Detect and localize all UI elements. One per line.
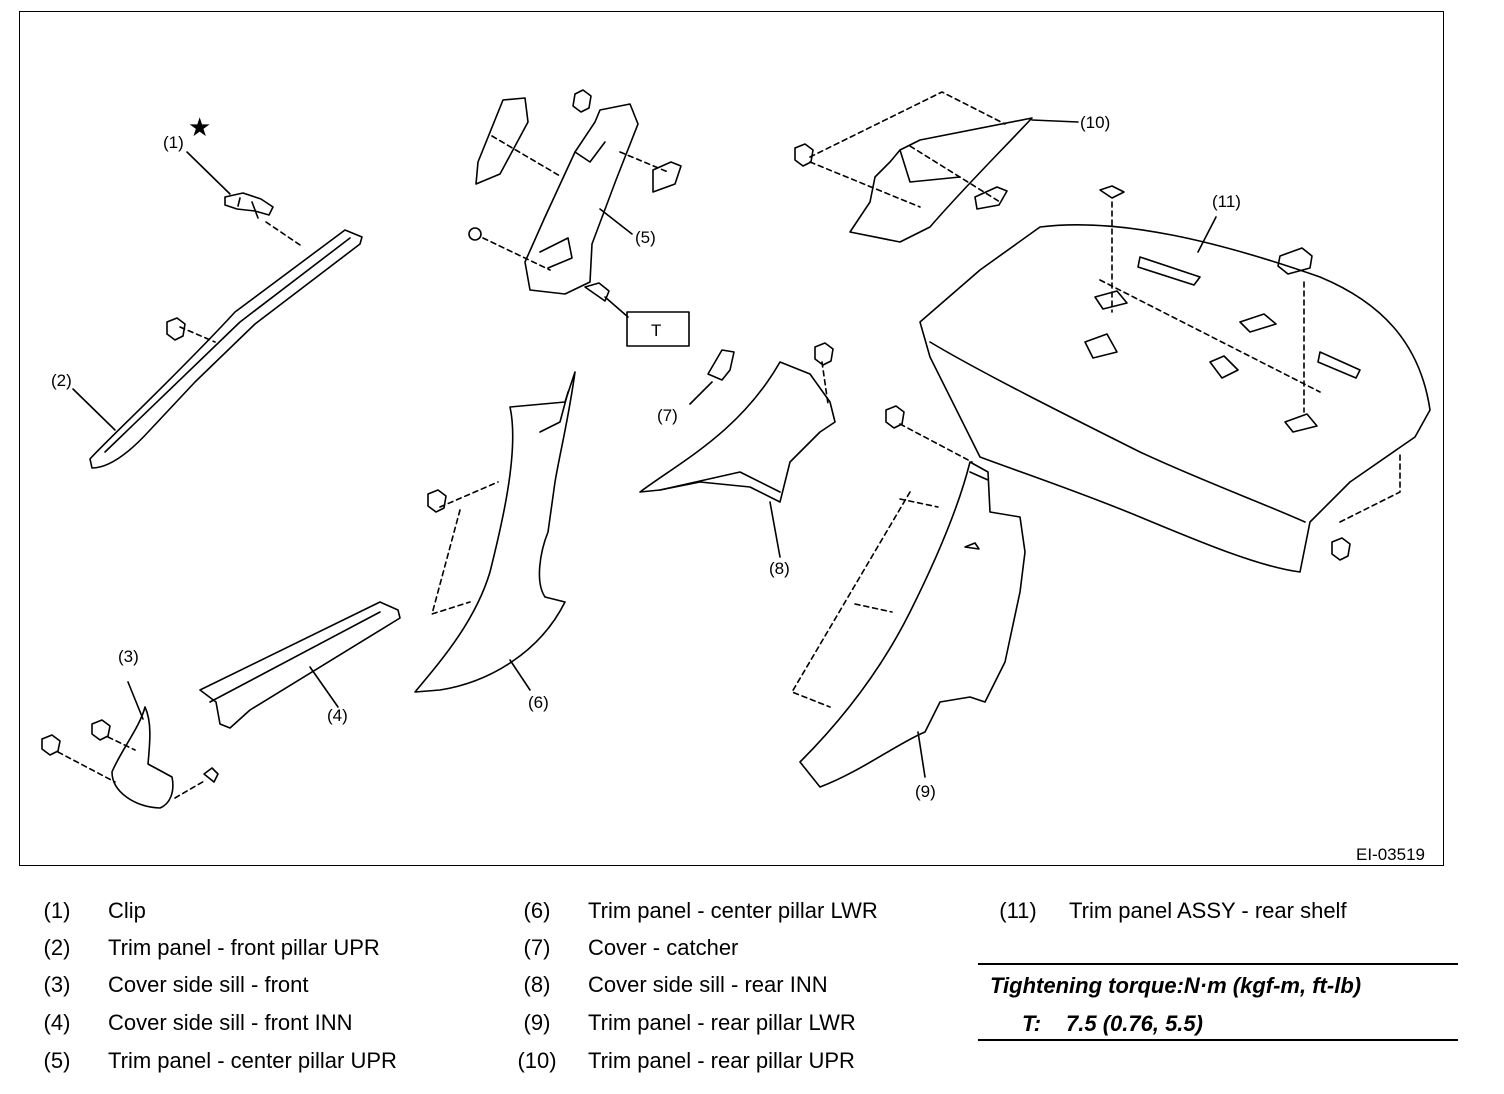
legend-num-3: (3) [43,972,71,997]
legend-num-4: (4) [43,1010,71,1035]
legend-num-6: (6) [523,898,551,923]
legend-text-10: Trim panel - rear pillar UPR [588,1048,855,1073]
legend-text-9: Trim panel - rear pillar LWR [588,1010,856,1035]
rear-pillar-lwr-part [791,405,1026,788]
legend-text-5: Trim panel - center pillar UPR [108,1048,397,1073]
legend-text-1: Clip [108,898,146,923]
legend-num-9: (9) [523,1010,551,1035]
callout-6: (6) [528,693,549,712]
legend-text-4: Cover side sill - front INN [108,1010,353,1035]
legend-num-2: (2) [43,935,71,960]
callout-10: (10) [1080,113,1110,132]
diagram-frame: ★ (1) (2) (3) (4) (5) (6) (7) (8) (9) (1… [19,11,1444,866]
cover-side-sill-front-part [41,681,219,809]
figure-code: EI-03519 [1356,845,1425,864]
callout-8: (8) [769,559,790,578]
front-pillar-upr-part [72,229,363,469]
legend-num-10: (10) [517,1048,557,1073]
cover-catcher-part [689,349,735,405]
callout-11: (11) [1212,192,1241,211]
legend-text-8: Cover side sill - rear INN [588,972,828,997]
rear-shelf-part [919,185,1431,573]
torque-tag: T [651,321,661,340]
callout-9: (9) [915,782,936,801]
star-symbol: ★ [188,113,211,143]
legend-text-6: Trim panel - center pillar LWR [588,898,878,923]
exploded-parts-diagram: ★ (1) (2) (3) (4) (5) (6) (7) (8) (9) (1… [41,89,1431,864]
callout-7: (7) [657,406,678,425]
legend-text-2: Trim panel - front pillar UPR [108,935,380,960]
torque-title: Tightening torque:N·m (kgf-m, ft-lb) [990,973,1362,998]
center-pillar-lwr-part [414,371,576,693]
torque-symbol: T: [1022,1011,1042,1036]
rear-pillar-upr-part [794,91,1079,243]
callout-5: (5) [635,228,656,247]
callout-2: (2) [51,371,72,390]
legend-num-8: (8) [523,972,551,997]
callout-3: (3) [118,647,139,666]
torque-value: 7.5 (0.76, 5.5) [1066,1011,1203,1036]
cover-side-sill-front-inn-part [199,601,401,729]
clip-part [186,151,274,219]
legend-num-11: (11) [999,898,1037,923]
legend-text-11: Trim panel ASSY - rear shelf [1069,898,1347,923]
callout-4: (4) [327,706,348,725]
legend-num-7: (7) [523,935,551,960]
legend-text-7: Cover - catcher [588,935,739,960]
legend-text-3: Cover side sill - front [108,972,309,997]
cover-side-sill-rear-inn-part [639,342,836,558]
torque-table: Tightening torque:N·m (kgf-m, ft-lb) T: … [978,963,1458,1041]
legend-num-5: (5) [43,1048,71,1073]
callout-1: (1) [163,133,184,152]
center-pillar-upr-part [468,89,690,347]
legend-num-1: (1) [43,898,71,923]
